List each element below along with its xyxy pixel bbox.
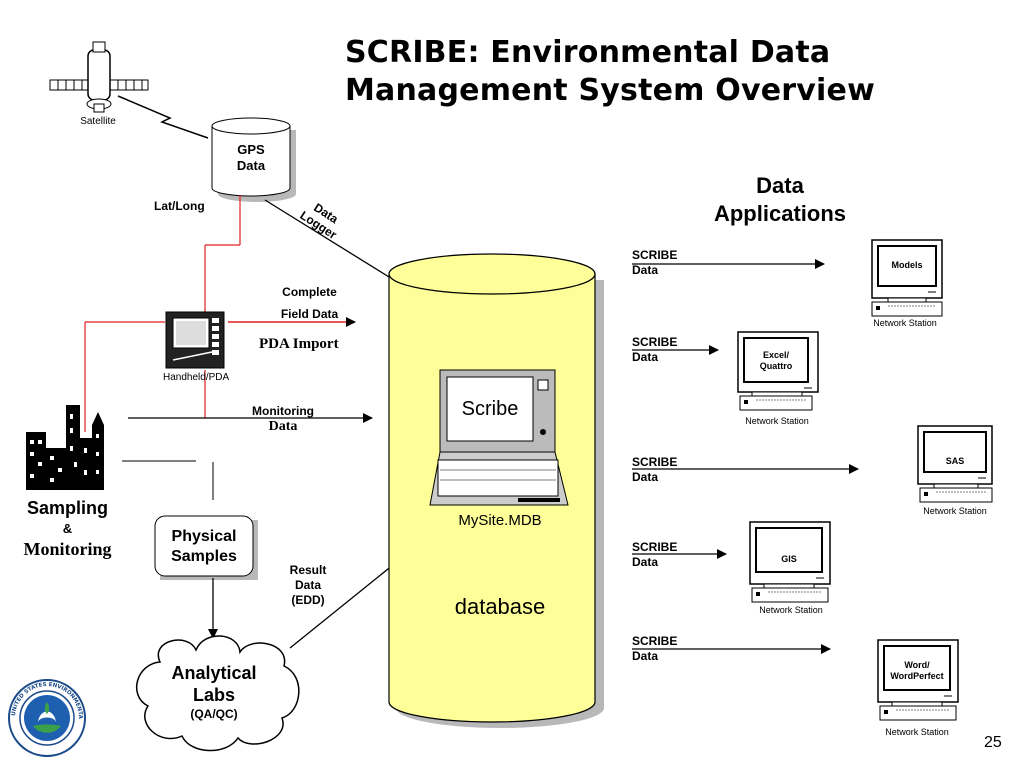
laptop-icon — [429, 369, 569, 506]
station-caption: Network Station — [885, 727, 949, 737]
network-station-word-icon — [877, 639, 959, 721]
scribe-screen-label: Scribe — [461, 398, 519, 420]
lat-long-label: Lat/Long — [154, 199, 205, 213]
gps-data-cylinder — [211, 117, 296, 202]
output-arrows — [632, 259, 859, 654]
station-screen-label: Models — [891, 260, 923, 270]
city-windows — [30, 414, 99, 482]
sampling-monitoring-label: Sampling & Monitoring — [23, 498, 112, 559]
station-caption: Network Station — [745, 416, 809, 426]
epa-seal-text: UNITED STATES ENVIRONMENTAL PROTECTION A… — [0, 0, 83, 720]
epa-seal-logo: UNITED STATES ENVIRONMENTAL PROTECTION A… — [0, 0, 86, 757]
satellite-label: Satellite — [80, 116, 116, 127]
city-buildings-icon — [26, 405, 104, 490]
signal-icon — [117, 95, 209, 139]
page-title: SCRIBE: Environmental Data Management Sy… — [345, 35, 875, 108]
satellite-icon — [49, 41, 149, 113]
data-logger-arrow — [264, 199, 411, 291]
station-caption: Network Station — [873, 318, 937, 328]
analytical-labs-cloud — [136, 635, 300, 752]
network-station-models-icon — [871, 239, 943, 317]
handheld-pda-label: Handheld/PDA — [163, 372, 230, 383]
handheld-pda-icon — [165, 311, 225, 369]
pda-import-label: PDA Import — [259, 336, 339, 352]
database-file-label: MySite.MDB — [458, 512, 542, 529]
database-label: database — [454, 594, 546, 619]
network-station-gis-icon — [749, 521, 831, 603]
station-caption: Network Station — [923, 506, 987, 516]
station-screen-label: GIS — [781, 554, 797, 564]
station-screen-label: Word/WordPerfect — [890, 660, 944, 681]
red-connectors — [84, 195, 241, 432]
analytical-labs-label: Analytical Labs (QA/QC) — [171, 663, 257, 721]
network-station-sas-icon — [917, 425, 993, 503]
monitoring-data-label: Monitoring Data — [252, 404, 314, 434]
station-screen-label: SAS — [945, 456, 965, 466]
station-caption: Network Station — [759, 605, 823, 615]
network-station-excel-icon — [737, 331, 819, 411]
physical-samples-box — [154, 515, 254, 577]
station-screen-label: Excel/Quattro — [759, 350, 793, 371]
page-number: 25 — [984, 734, 1002, 751]
